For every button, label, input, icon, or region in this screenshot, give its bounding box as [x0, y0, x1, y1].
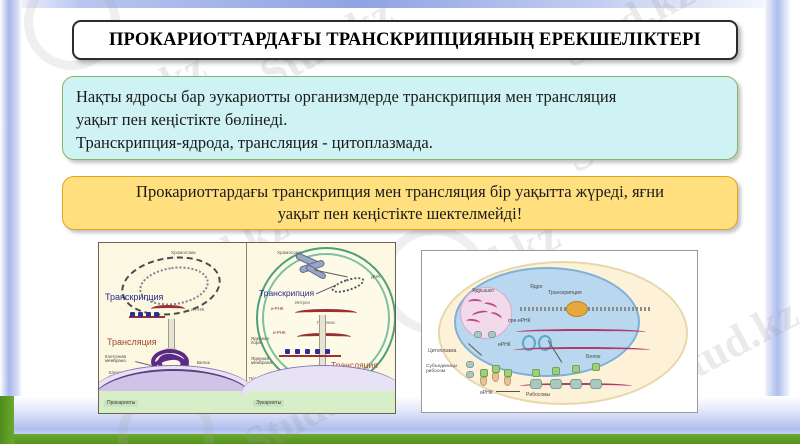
callout-eukaryote: Нақты ядросы бар эукариотты организмдерд… — [62, 76, 738, 160]
label-nucleolus: Ядрышко — [472, 288, 494, 294]
translating-ribosome — [590, 379, 602, 389]
amino-acid — [504, 369, 512, 377]
label-ribosome-subunits: Субъединицы рибосом — [426, 364, 458, 374]
nascent-protein — [532, 369, 540, 377]
label-eukaryote-translation: Трансляция — [331, 360, 378, 370]
figure-eukaryotic-cell: Ядро Ядрышко Транскрипция пре-иРНК иРНК … — [421, 250, 698, 413]
ribosome-subunit-cytoplasm — [466, 371, 474, 378]
label-cytoplasm: Цитоплазма — [428, 348, 457, 354]
label-nucleus: Ядро — [530, 284, 543, 290]
label-prokaryote-transcription: Транскрипция — [105, 292, 164, 302]
callout-prokaryote-line-2: уақыт пен кеңістікте шектелмейді! — [277, 204, 523, 223]
translating-ribosome — [530, 379, 542, 389]
label-pre-mrna: пре-иРНК — [508, 318, 531, 324]
translating-ribosome — [550, 379, 562, 389]
label-prokaryote-protein: Белок — [197, 360, 210, 365]
label-eukaryote-irna-2: и-РНК — [273, 330, 286, 335]
eukaryote-flow-arrow — [319, 315, 326, 369]
prokaryote-ribosome-dot — [130, 312, 135, 317]
ribosome-subunit-cytoplasm — [466, 361, 474, 368]
nascent-protein — [572, 365, 580, 373]
ribosome-subunit — [488, 331, 496, 338]
translating-ribosome — [570, 379, 582, 389]
nascent-protein — [592, 363, 600, 371]
label-eukaryote-nuclear-pore: Ядерная пора — [251, 336, 269, 346]
prokaryote-ribosome-dot — [146, 312, 151, 317]
label-eukaryote-chromosome: Хромосома — [277, 250, 302, 255]
label-ribosomes: Рибосомы — [526, 392, 551, 398]
eukaryote-ribosome-dot — [285, 349, 290, 354]
label-eukaryote-intron: Интрон — [295, 300, 310, 305]
label-mrna-nucleus: иРНК — [498, 342, 511, 348]
amino-acid — [480, 369, 488, 377]
label-eukaryote-irna-1: и-РНК — [271, 306, 284, 311]
label-prokaryote-cell-membrane: Клеточная мембрана — [105, 354, 127, 364]
callout-prokaryote-line-1: Прокариоттардағы транскрипция мен трансл… — [136, 182, 664, 201]
frame-green-left-bar — [0, 396, 14, 444]
label-prokaryote-irna: и-РНК — [191, 307, 205, 312]
mrna-transport-arrow — [496, 391, 520, 392]
label-protein: Белок — [586, 354, 601, 360]
ribosome-subunit — [474, 331, 482, 338]
prokaryote-flow-arrow — [168, 319, 175, 349]
nascent-protein — [552, 367, 560, 375]
label-transcription: Транскрипция — [548, 290, 582, 296]
slide-title-box: ПРОКАРИОТТАРДАҒЫ ТРАНСКРИПЦИЯНЫҢ ЕРЕКШЕЛ… — [72, 20, 738, 60]
page-title: ПРОКАРИОТТАРДАҒЫ ТРАНСКРИПЦИЯНЫҢ ЕРЕКШЕЛ… — [108, 29, 702, 50]
prokaryote-mrna-strand — [151, 305, 185, 313]
prokaryote-ribosome-dot — [154, 312, 159, 317]
pre-mrna-strand — [516, 329, 646, 335]
frame-green-bottom-bar — [0, 434, 800, 444]
nucleolus-rrna — [468, 299, 482, 305]
cell-nucleolus — [460, 287, 512, 339]
label-prokaryote-translation: Трансляция — [107, 337, 157, 347]
callout-eukaryote-line-2: уақыт пен кеңістікте бөлінеді. — [76, 110, 288, 129]
figure-prokaryote-vs-eukaryote: Хромосома Транскрипция и-РНК Трансляция … — [98, 242, 396, 414]
label-eukaryote-nuclear-membrane: Ядерная мембрана — [251, 356, 272, 366]
frame-right-border — [764, 0, 800, 444]
amino-acid — [492, 365, 500, 373]
mature-mrna-strand — [514, 347, 650, 353]
caption-prokaryote: Прокариоты — [104, 400, 139, 407]
trna — [504, 377, 511, 386]
label-eukaryote-dna: ДНК — [371, 274, 381, 279]
callout-eukaryote-line-3: Транскрипция-ядрода, трансляция - цитопл… — [76, 133, 433, 152]
label-eukaryote-transport: Перенос — [317, 320, 336, 325]
frame-left-border — [0, 0, 22, 444]
eukaryote-mrna-ribosome-line — [279, 355, 341, 357]
eukaryote-caption-band — [248, 391, 395, 413]
rna-polymerase — [566, 301, 588, 317]
eukaryote-ribosome-dot — [315, 349, 320, 354]
eukaryote-ribosome-dot — [295, 349, 300, 354]
eukaryote-pre-mrna — [295, 309, 357, 317]
prokaryote-caption-band — [99, 391, 248, 413]
eukaryote-ribosome-dot — [305, 349, 310, 354]
trna — [480, 377, 487, 386]
caption-eukaryote: Эукариоты — [253, 400, 285, 407]
prokaryote-ribosome-dot — [138, 312, 143, 317]
eukaryote-ribosome-dot — [325, 349, 330, 354]
trna — [492, 373, 499, 382]
label-mrna-cytoplasm: иРНК — [480, 390, 493, 396]
prokaryote-mrna-line — [129, 316, 165, 318]
label-eukaryote-transcription: Транскрипция — [259, 288, 315, 298]
label-prokaryote-chromosome: Хромосома — [171, 250, 196, 255]
callout-eukaryote-line-1: Нақты ядросы бар эукариотты организмдерд… — [76, 87, 617, 106]
callout-prokaryote: Прокариоттардағы транскрипция мен трансл… — [62, 176, 738, 230]
frame-top-border — [0, 0, 800, 8]
